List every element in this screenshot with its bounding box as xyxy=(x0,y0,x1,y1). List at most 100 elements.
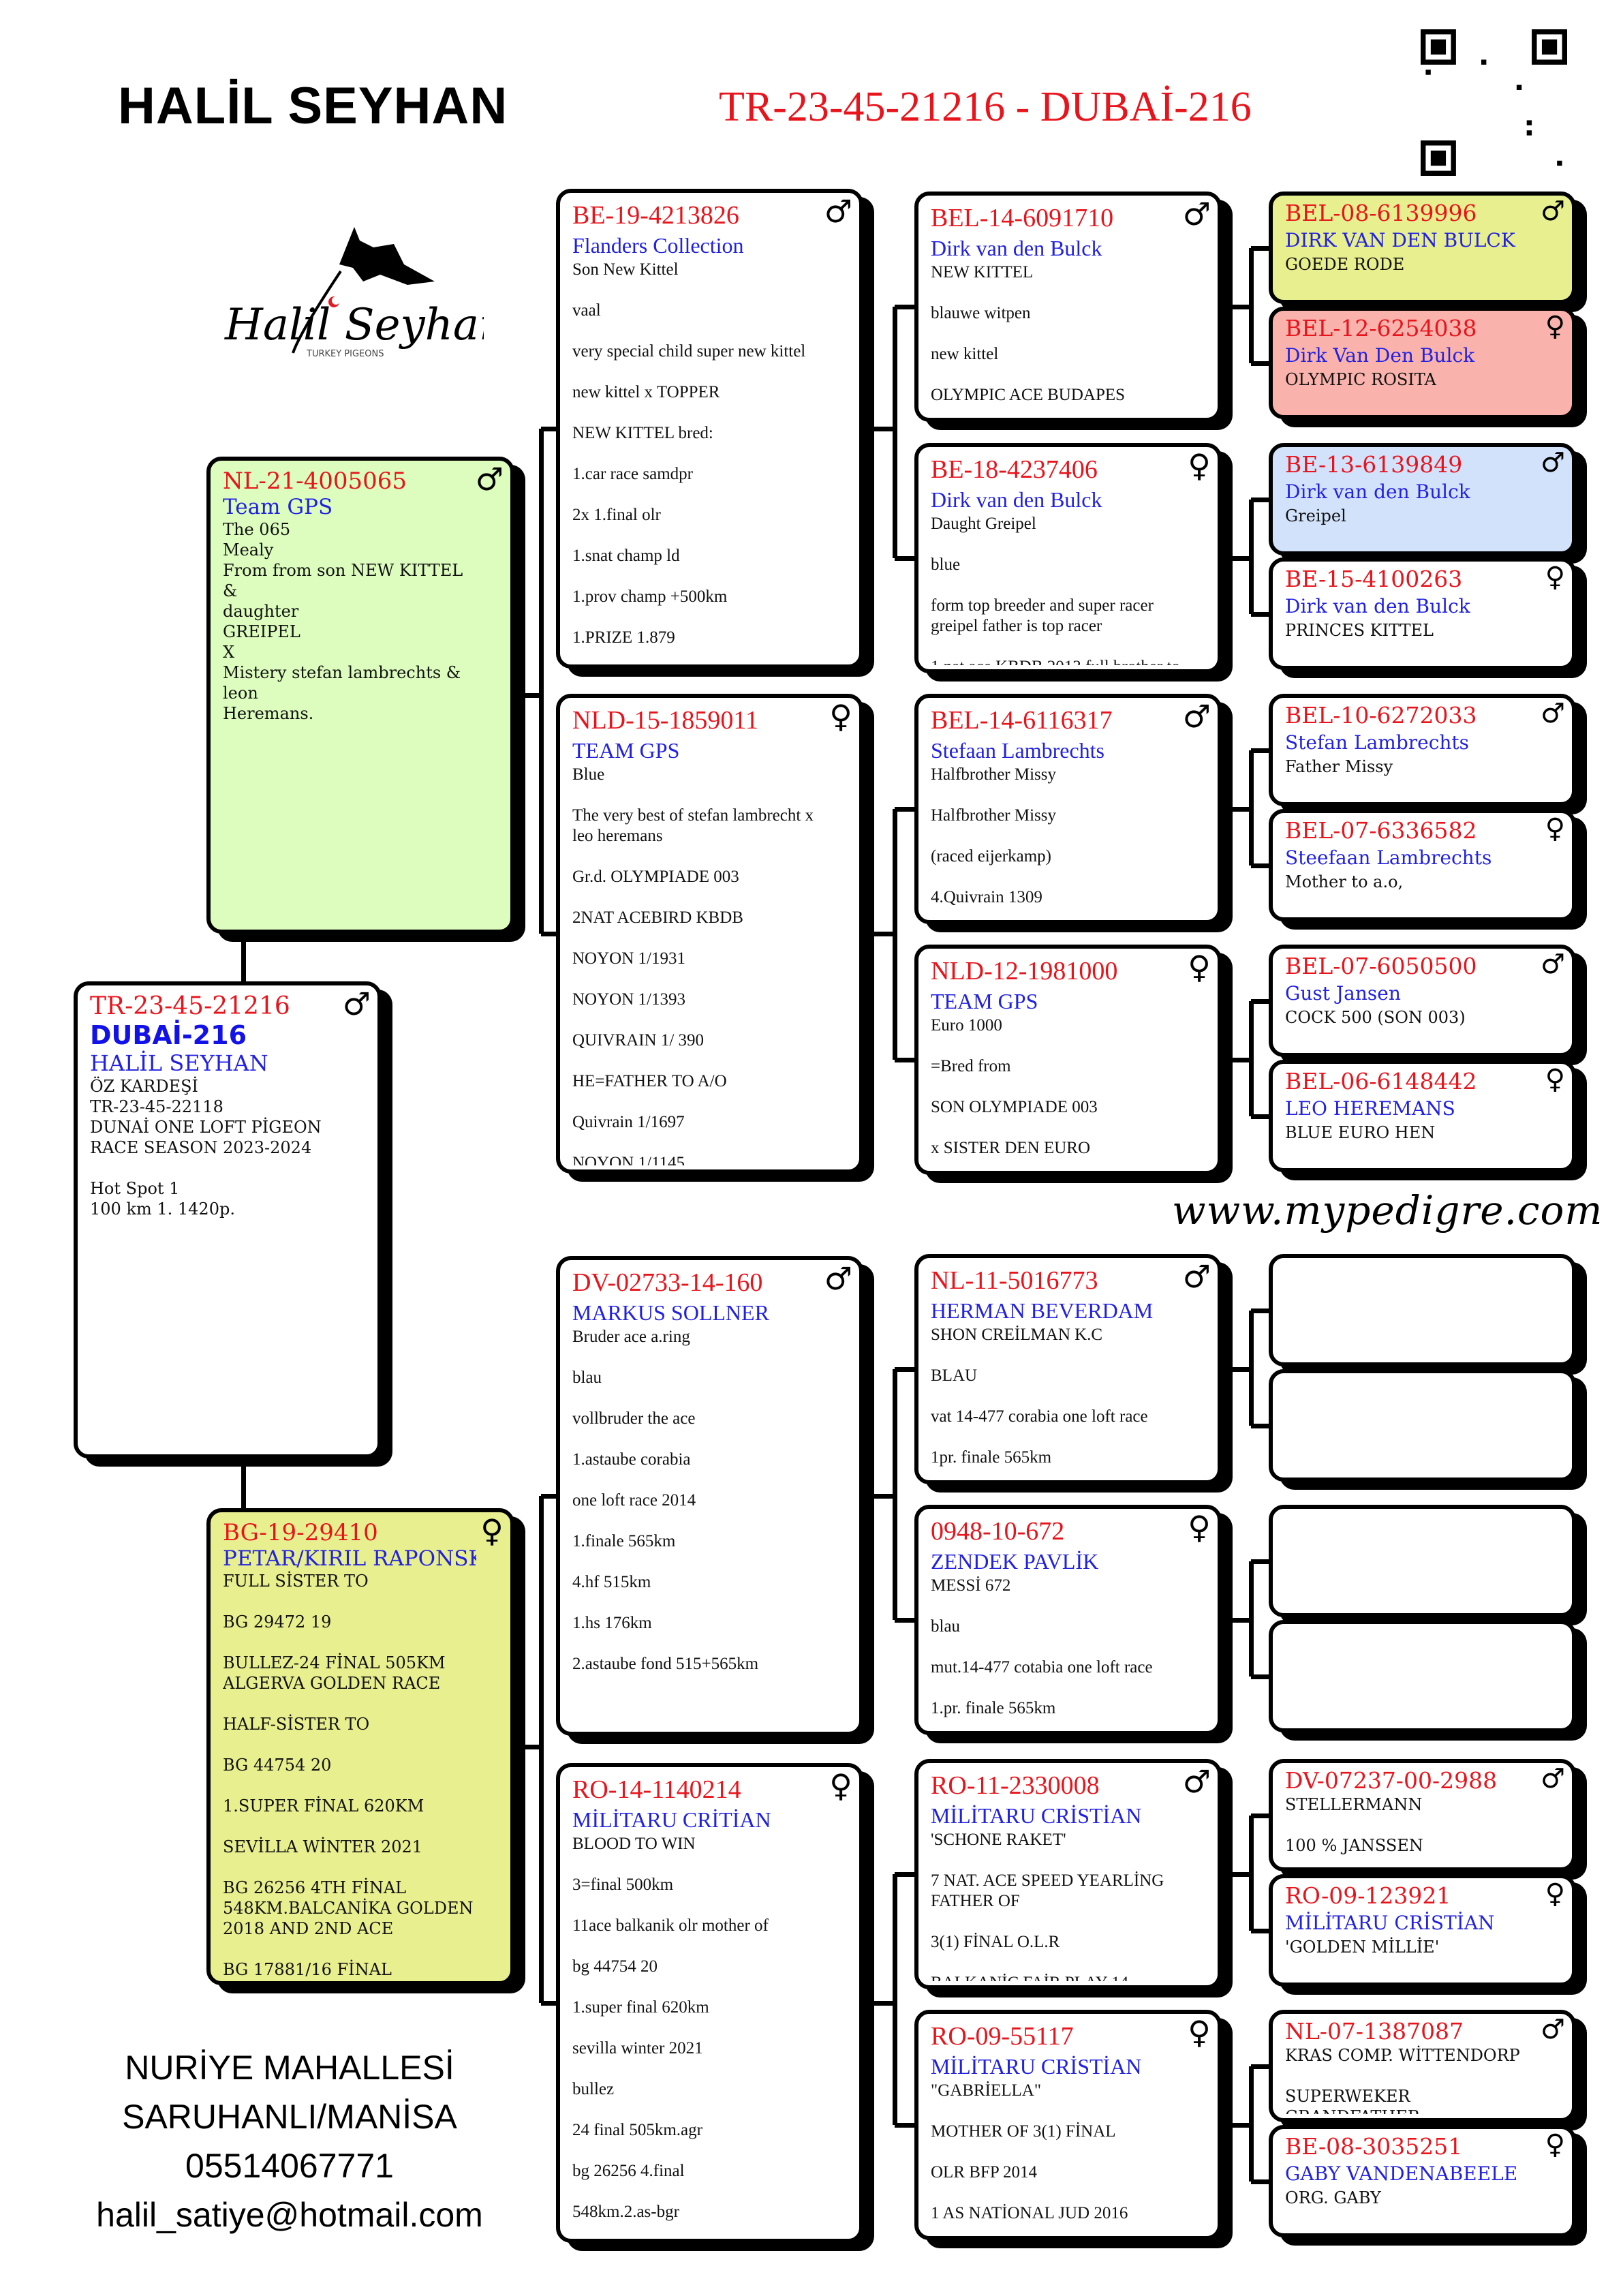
male-symbol-icon: ♂ xyxy=(342,985,371,1022)
connector-line xyxy=(874,2001,895,2006)
breeder-name: Dirk Van Den Bulck xyxy=(1285,344,1475,367)
connector-line xyxy=(541,932,556,936)
breeder-name: MİLİTARU CRİSTİAN xyxy=(1285,1912,1495,1934)
card-note: blau xyxy=(931,1617,961,1636)
empty-pedigree-card[interactable] xyxy=(1269,1620,1576,1732)
ring-number: 0948-10-672 xyxy=(931,1517,1065,1546)
logo-subtitle: TURKEY PIGEONS xyxy=(306,349,384,359)
female-symbol-icon: ♀ xyxy=(1545,813,1565,844)
website-link[interactable]: www.mypedigre.com xyxy=(1172,1187,1603,1234)
empty-pedigree-card[interactable] xyxy=(1269,1505,1576,1617)
card-note: The very best of stefan lambrecht x leo … xyxy=(572,806,814,845)
connector-line xyxy=(1251,863,1269,868)
card-note: COCK 500 (SON 003) xyxy=(1285,1008,1466,1027)
pigeon-name: DUBAİ-216 xyxy=(90,1020,247,1050)
connector-line xyxy=(539,1496,544,2003)
empty-pedigree-card[interactable] xyxy=(1269,1254,1576,1366)
connector-line xyxy=(1251,361,1269,366)
female-symbol-icon: ♀ xyxy=(1188,447,1211,484)
card-note: MOTHER OF 3(1) FİNAL xyxy=(931,2122,1116,2141)
ring-number: NL-21-4005065 xyxy=(223,468,407,495)
ring-number: DV-02733-14-160 xyxy=(572,1268,763,1297)
female-symbol-icon: ♀ xyxy=(829,1767,852,1804)
ring-number: BEL-10-6272033 xyxy=(1285,702,1477,729)
breeder-name: TEAM GPS xyxy=(572,738,680,763)
breeder-name: LEO HEREMANS xyxy=(1285,1097,1455,1120)
card-note: vat 14-477 corabia one loft race xyxy=(931,1407,1148,1426)
card-note: 2NAT ACEBIRD KBDB xyxy=(572,908,743,927)
card-note: 1.PRIZE 1.879 xyxy=(572,628,675,647)
connector-line xyxy=(1233,305,1251,309)
card-note: 2x 1.final olr xyxy=(572,506,661,524)
connector-line xyxy=(1251,1423,1269,1428)
connector-line xyxy=(1249,1561,1254,1677)
card-note: 'SCHONE RAKET' xyxy=(931,1831,1066,1849)
connector-line xyxy=(1251,1928,1269,1933)
card-note: sevilla winter 2021 xyxy=(572,2039,703,2057)
female-symbol-icon: ♀ xyxy=(1545,2129,1565,2160)
breeder-logo: Halil Seyhan TURKEY PIGEONS xyxy=(224,227,484,359)
male-symbol-icon: ♂ xyxy=(1541,1763,1565,1794)
connector-line xyxy=(895,1872,914,1877)
connector-line xyxy=(893,1874,897,2125)
card-note: 2.astaube fond 515+565km xyxy=(572,1655,759,1673)
female-symbol-icon: ♀ xyxy=(1545,1064,1565,1095)
card-note: (raced eijerkamp) xyxy=(931,847,1051,866)
ring-number: DV-07237-00-2988 xyxy=(1285,1767,1498,1794)
card-note: vaal xyxy=(572,301,601,320)
card-note: OLYMPIC ACE BUDAPES xyxy=(931,386,1126,404)
phone-number[interactable]: 05514067771 xyxy=(185,2147,394,2185)
card-note: Father Missy xyxy=(1285,757,1393,776)
owner-title: HALİL SEYHAN xyxy=(118,77,508,135)
male-symbol-icon: ♂ xyxy=(1541,447,1565,478)
card-note: bg 44754 20 xyxy=(572,1957,658,1976)
connector-line xyxy=(1251,497,1269,502)
card-note: NEW KITTEL bred: xyxy=(572,424,713,442)
card-note: NOYON 1/1145 xyxy=(572,1154,685,1165)
card-note: SON OLYMPIADE 003 xyxy=(931,1098,1098,1116)
breeder-name: Dirk van den Bulck xyxy=(1285,595,1470,617)
card-note: very special child super new kittel xyxy=(572,342,806,361)
breeder-name: Dirk van den Bulck xyxy=(931,487,1102,512)
ring-number: BG-19-29410 xyxy=(223,1519,378,1546)
breeder-name: HERMAN BEVERDAM xyxy=(931,1298,1154,1323)
qr-code[interactable] xyxy=(1421,29,1567,176)
email-address[interactable]: halil_satiye@hotmail.com xyxy=(96,2196,483,2234)
card-note: 1.astaube corabia xyxy=(572,1450,691,1469)
empty-pedigree-card[interactable] xyxy=(1269,1369,1576,1482)
connector-line xyxy=(1251,998,1269,1004)
ring-number: BE-13-6139849 xyxy=(1285,451,1463,478)
connector-line xyxy=(1251,1114,1269,1119)
